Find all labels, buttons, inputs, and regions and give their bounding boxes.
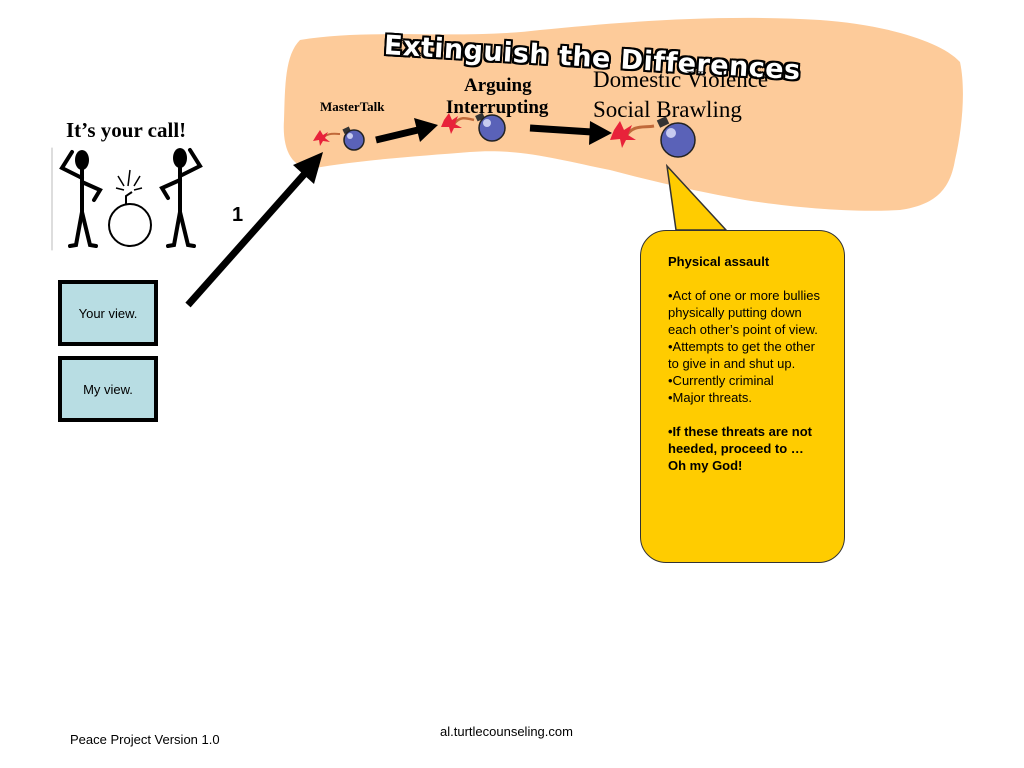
bomb-icon: [610, 116, 696, 158]
my-view-button[interactable]: My view.: [58, 356, 158, 422]
spark-icon: [313, 130, 330, 146]
info-bullet: •Currently criminal: [668, 373, 774, 388]
step-number: 1: [232, 204, 244, 226]
spark-icon: [610, 121, 636, 148]
stage-mastertalk: MasterTalk: [320, 99, 385, 114]
bomb-icon: [313, 126, 365, 151]
info-heading: Physical assault: [668, 254, 770, 269]
bomb-icon: [108, 169, 152, 247]
arrow-icon: [529, 121, 612, 145]
stick-figure-icon: [159, 148, 203, 248]
stage-social-brawling: Social Brawling: [593, 97, 742, 122]
my-view-label: My view.: [83, 381, 133, 397]
cloud-shape: [283, 17, 963, 211]
info-bullet: •Act of one or more bullies physically p…: [668, 288, 820, 337]
your-view-label: Your view.: [78, 305, 138, 321]
info-bullet: •Attempts to get the other to give in an…: [668, 339, 815, 371]
stage-arguing: Arguing: [464, 75, 532, 96]
bomb-icon: [441, 112, 506, 142]
arrow-icon: [375, 118, 438, 144]
stage-domestic-violence: Domestic Violence: [593, 67, 769, 92]
your-view-button[interactable]: Your view.: [58, 280, 158, 346]
info-warning: •If these threats are not heeded, procee…: [668, 424, 812, 473]
stick-figure-icon: [51, 147, 103, 251]
arrow-icon: [185, 152, 323, 308]
stage-interrupting: Interrupting: [446, 97, 549, 118]
footer-version: Peace Project Version 1.0: [70, 732, 220, 747]
info-bullet: •Major threats.: [668, 390, 753, 405]
call-title: It’s your call!: [66, 118, 187, 142]
spark-icon: [441, 113, 462, 134]
footer-url: al.turtlecounseling.com: [440, 724, 573, 739]
info-callout: Physical assault •Act of one or more bul…: [640, 230, 845, 563]
